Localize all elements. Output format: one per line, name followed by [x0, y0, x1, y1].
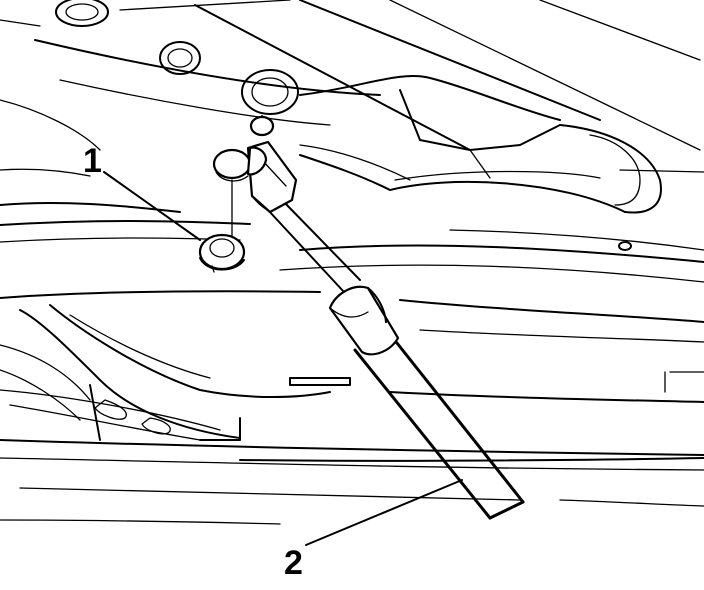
- callout-1: 1: [83, 142, 201, 241]
- retaining-clip: [198, 179, 246, 273]
- upper-panel: [0, 0, 704, 283]
- callout-1-label: 1: [83, 142, 102, 180]
- callout-2-label: 2: [284, 544, 303, 582]
- lower-panel: [0, 290, 704, 525]
- strut-end-fitting: [212, 115, 298, 214]
- callout-2-leader: [305, 479, 463, 546]
- callout-1-leader: [103, 171, 201, 241]
- gas-strut: [267, 199, 525, 520]
- callout-2: 2: [284, 479, 463, 582]
